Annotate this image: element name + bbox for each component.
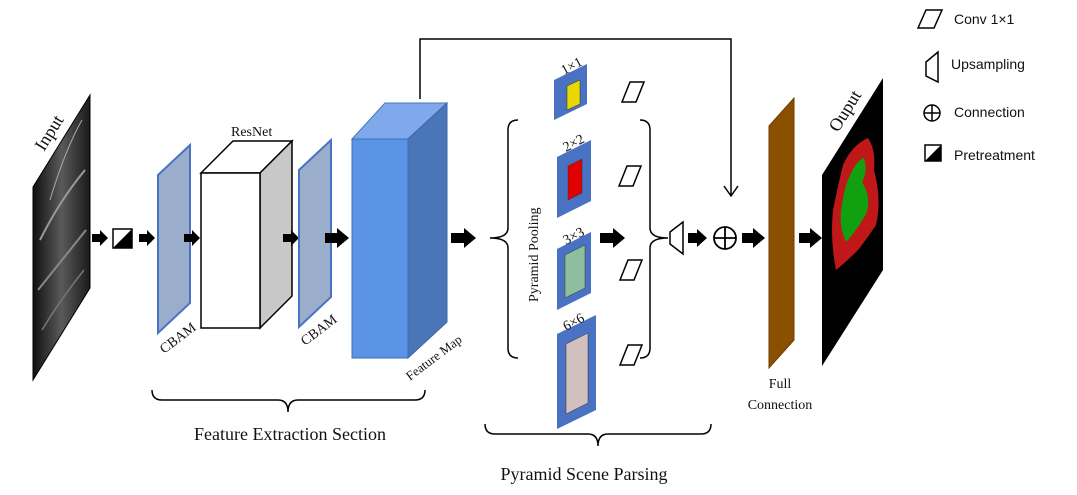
- skip-connection-arrow: [419, 38, 739, 198]
- feature-extraction-label: Feature Extraction Section: [194, 424, 386, 444]
- pyramid-scene-brace: [484, 423, 712, 447]
- arrow-resnet-to-cbam: [283, 230, 299, 246]
- legend-label-upsampling: Upsampling: [951, 56, 1025, 72]
- resnet-block: [199, 139, 294, 330]
- pool-3x3: [557, 232, 591, 310]
- connection-node: [713, 226, 737, 250]
- arrow-cbam-to-resnet: [184, 230, 200, 246]
- pool-6x6: [557, 315, 596, 429]
- full-connection-plane: [768, 96, 795, 370]
- full-connection-label-line2: Connection: [748, 398, 813, 413]
- pyramid-left-brace: [489, 119, 519, 359]
- conv-1x1-shape-2: [617, 165, 643, 187]
- pyramid-scene-parsing-label: Pyramid Scene Parsing: [501, 464, 668, 484]
- arrow-pretreatment-to-cbam: [139, 230, 155, 246]
- connection-icon: [923, 104, 941, 122]
- arrow-input-to-pretreatment: [92, 230, 108, 246]
- legend-label-conv: Conv 1×1: [954, 11, 1015, 27]
- conv-1x1-shape-4: [618, 344, 644, 366]
- pyramid-right-brace: [639, 119, 669, 359]
- pyramid-pooling-label: Pyramid Pooling: [527, 207, 542, 302]
- feature-extraction-brace: [151, 389, 426, 413]
- arrow-cbam-to-feature-map: [325, 228, 349, 248]
- conv-1x1-icon: [916, 9, 944, 29]
- upsampling-shape: [669, 220, 684, 256]
- arrow-upsampling-to-connection: [688, 229, 707, 247]
- pool-2x2: [557, 140, 591, 218]
- arrow-feature-map-to-pyramid: [451, 228, 476, 248]
- conv-1x1-shape-1: [620, 81, 646, 103]
- pool-1x1: [554, 64, 587, 120]
- full-connection-label-line1: Full: [769, 377, 792, 392]
- feature-map-block: [350, 101, 449, 360]
- legend: Conv 1×1 Upsampling Connection Pretreatm…: [916, 9, 1035, 163]
- output-image: [822, 78, 883, 366]
- pretreatment-block: [112, 228, 133, 249]
- arrow-full-to-output: [799, 228, 822, 248]
- conv-1x1-shape-3: [618, 259, 644, 281]
- arrow-connection-to-full: [742, 228, 765, 248]
- pretreatment-icon: [924, 144, 942, 162]
- cbam-right-plane: [298, 137, 332, 330]
- upsampling-icon: [925, 50, 939, 84]
- resnet-label: ResNet: [231, 125, 272, 140]
- legend-label-pretreatment: Pretreatment: [954, 147, 1035, 163]
- legend-label-connection: Connection: [954, 104, 1025, 120]
- cbam-left-plane: [157, 142, 191, 336]
- arrow-pool-to-conv: [600, 228, 625, 248]
- input-image: [32, 93, 91, 382]
